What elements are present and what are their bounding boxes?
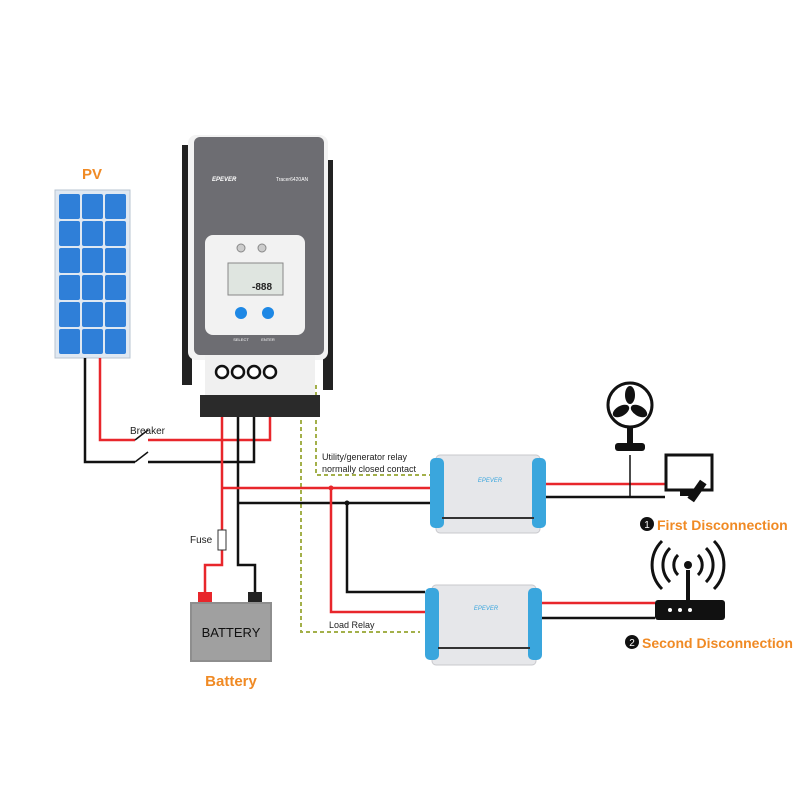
pv-cell — [105, 329, 126, 354]
fuse — [217, 529, 227, 551]
tv-icon — [664, 453, 714, 503]
fan-icon — [606, 381, 654, 451]
pv-cell — [59, 221, 80, 246]
dc-bus-wires — [203, 378, 432, 614]
inverter-1-brand: EPEVER — [478, 478, 503, 484]
pv-cell — [105, 275, 126, 300]
ac-output-wires — [542, 455, 665, 620]
first-number: 1 — [644, 520, 650, 531]
pv-cell — [82, 221, 103, 246]
charge-controller — [182, 135, 333, 417]
controller-model: Tracer6420AN — [276, 177, 309, 183]
pv-cell — [59, 275, 80, 300]
enter-button[interactable] — [262, 307, 274, 319]
terminal — [246, 364, 262, 380]
pv-cell — [82, 194, 103, 219]
pv-cell — [105, 221, 126, 246]
battery-label: Battery — [205, 673, 257, 690]
controller-display: -888 — [252, 282, 272, 293]
select-label: SELECT — [233, 337, 249, 342]
first-disconnection-label: First Disconnection — [657, 517, 788, 533]
terminal — [214, 364, 230, 380]
battery — [190, 592, 272, 662]
utility-relay-label-2: normally closed contact — [322, 464, 417, 474]
second-number: 2 — [629, 638, 635, 649]
pv-cell — [59, 302, 80, 327]
load-relay-label: Load Relay — [329, 620, 375, 630]
inverter-2-brand: EPEVER — [474, 606, 499, 612]
controller-brand: EPEVER — [212, 177, 237, 183]
inverter-1 — [430, 454, 546, 534]
pv-cell — [59, 329, 80, 354]
enter-label: ENTER — [261, 337, 275, 342]
pv-panel — [54, 189, 131, 359]
pv-cell — [82, 275, 103, 300]
pv-cell — [105, 248, 126, 273]
pv-cell — [59, 194, 80, 219]
pv-cell — [105, 194, 126, 219]
router-icon — [650, 539, 726, 620]
breaker-label: Breaker — [130, 426, 166, 437]
pv-cell — [82, 329, 103, 354]
pv-cell — [82, 302, 103, 327]
relay-wires — [300, 385, 432, 633]
terminal — [262, 364, 278, 380]
second-disconnection-label: Second Disconnection — [642, 635, 793, 651]
select-button[interactable] — [235, 307, 247, 319]
battery-box-label: BATTERY — [202, 625, 261, 640]
pv-cell — [105, 302, 126, 327]
inverter-2 — [425, 584, 542, 666]
terminal — [230, 364, 246, 380]
pv-label: PV — [82, 166, 102, 183]
fuse-label: Fuse — [190, 535, 213, 546]
pv-cell — [59, 248, 80, 273]
pv-cell — [82, 248, 103, 273]
utility-relay-label-1: Utility/generator relay — [322, 452, 408, 462]
